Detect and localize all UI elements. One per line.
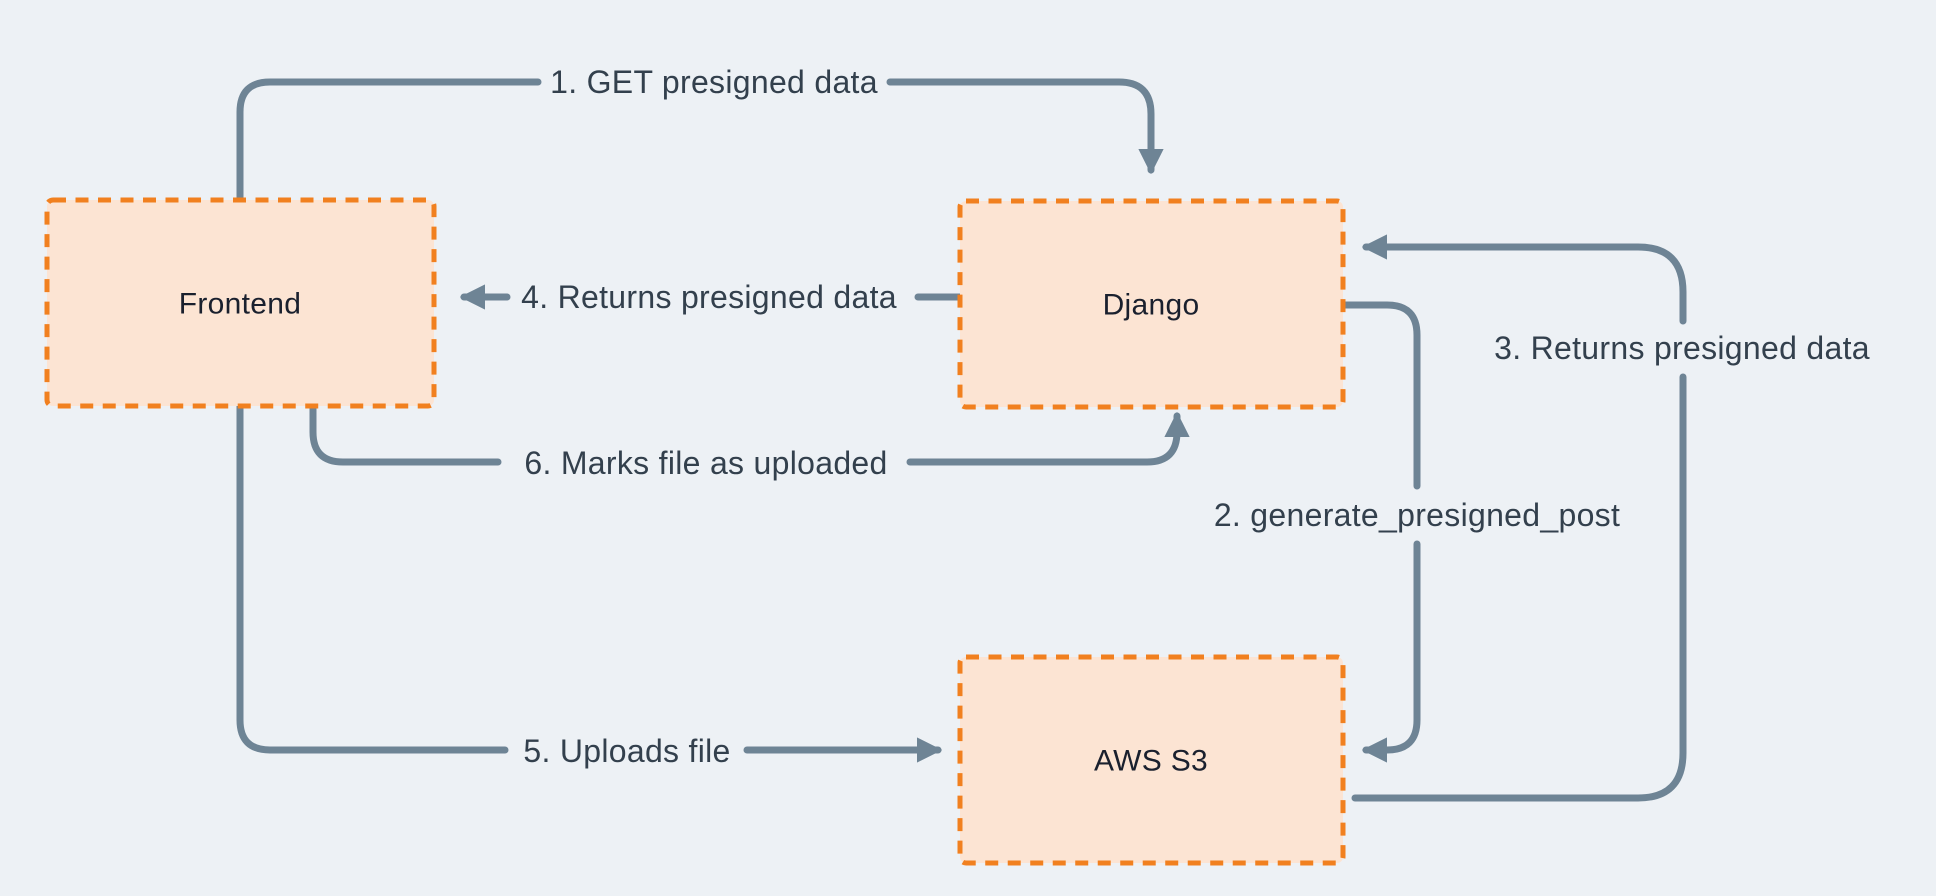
node-frontend-label: Frontend — [179, 288, 301, 321]
node-django-label: Django — [1103, 289, 1200, 322]
node-aws-s3-box — [957, 654, 1346, 866]
node-aws-s3-label: AWS S3 — [1094, 745, 1208, 778]
edge-2-label: 2. generate_presigned_post — [1214, 497, 1620, 533]
node-aws-s3: AWS S3 — [957, 654, 1346, 866]
node-django-box — [957, 198, 1346, 410]
edge-4-label: 4. Returns presigned data — [521, 279, 897, 315]
node-django: Django — [957, 198, 1346, 410]
edge-5-line-left — [236, 401, 509, 754]
edge-3-line-bottom — [1351, 373, 1687, 802]
edge-6-line-right — [906, 411, 1190, 466]
edge-6-line-left — [309, 401, 502, 466]
edge-1-line-left — [236, 78, 542, 202]
edge-1-label: 1. GET presigned data — [550, 64, 878, 100]
edge-5-label: 5. Uploads file — [523, 733, 730, 769]
edge-1-line-right — [886, 78, 1164, 175]
edge-3-label: 3. Returns presigned data — [1494, 330, 1870, 366]
edge-3-line-top — [1361, 234, 1687, 325]
edge-2-line-top — [1339, 301, 1421, 490]
node-frontend: Frontend — [44, 197, 437, 409]
node-frontend-box — [44, 197, 437, 409]
edge-2-line-bottom — [1361, 540, 1421, 763]
edge-6-label: 6. Marks file as uploaded — [524, 445, 887, 481]
